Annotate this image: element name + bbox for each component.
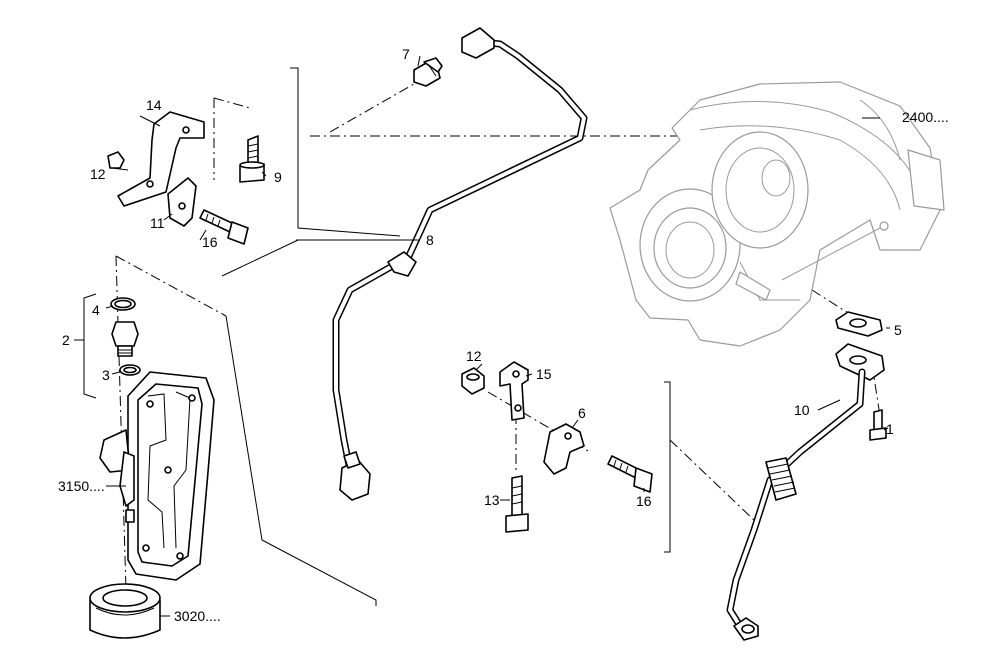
- bracket-15: [499, 361, 529, 421]
- clip-11: [167, 177, 197, 227]
- screw-13: [505, 475, 529, 533]
- label-16-lower: 16: [636, 493, 652, 509]
- label-2: 2: [62, 332, 70, 348]
- fitting-7: [413, 57, 443, 87]
- label-16-upper: 16: [202, 234, 218, 250]
- label-13: 13: [484, 492, 500, 508]
- hose-bellows: [765, 457, 797, 501]
- label-3: 3: [102, 367, 110, 383]
- label-6: 6: [578, 405, 586, 421]
- label-5: 5: [894, 322, 902, 338]
- screw-1: [869, 409, 887, 441]
- label-11: 11: [150, 215, 165, 231]
- label-1: 1: [886, 421, 894, 437]
- label-12-lower: 12: [466, 348, 482, 364]
- label-ref-3150: 3150....: [58, 478, 105, 494]
- oil-return-pipe-10: [726, 343, 885, 641]
- label-12-upper: 12: [90, 166, 106, 182]
- clamp-6: [543, 423, 585, 475]
- oil-feed-pipe-8: [332, 27, 588, 501]
- label-8: 8: [426, 232, 434, 248]
- screw-9: [239, 135, 265, 183]
- adapter-group: [110, 297, 141, 376]
- label-9: 9: [274, 169, 282, 185]
- label-4: 4: [92, 302, 100, 318]
- nut-12-lower: [461, 367, 485, 395]
- label-ref-2400: 2400....: [902, 109, 949, 125]
- label-10: 10: [794, 402, 810, 418]
- turbocharger-ghost: [609, 81, 945, 347]
- label-14: 14: [146, 97, 162, 113]
- screw-16-upper: [199, 209, 249, 245]
- nut-12-upper: [107, 151, 125, 169]
- gasket-5: [835, 311, 883, 337]
- screw-16-lower: [607, 455, 653, 493]
- bracket-14: [117, 111, 205, 207]
- label-15: 15: [536, 366, 552, 382]
- callout-labels: 1 2 3 4 5 6 7 8 9 10 11 12 12 13 14 15 1…: [58, 46, 949, 624]
- leader-lines: [105, 55, 890, 617]
- oil-filter-cartridge: [89, 583, 161, 639]
- oil-filter-support: [99, 371, 215, 581]
- label-7: 7: [402, 46, 410, 62]
- group-bracket: [83, 293, 97, 399]
- label-ref-3020: 3020....: [174, 608, 221, 624]
